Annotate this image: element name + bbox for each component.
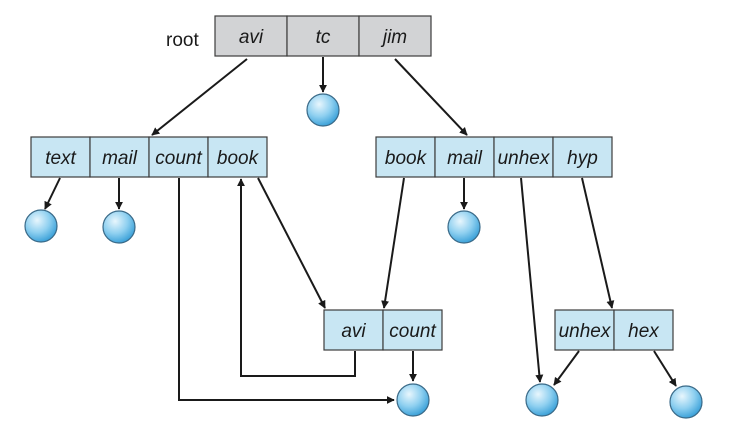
shared-cell-avi (323, 309, 384, 351)
jim-entry-unhex: unhex (498, 148, 551, 169)
root-directory: avi tc jim (214, 15, 432, 57)
edge-jim-unhex-to-file (520, 177, 544, 383)
shared-cell-count (382, 309, 443, 351)
edge-jim-book-to-shared-dir (381, 177, 405, 309)
root-cell-avi (214, 15, 288, 57)
root-label: root (166, 30, 199, 51)
file-node-unhex (525, 383, 559, 417)
edge-hyp-hex-to-file (653, 350, 677, 387)
jim-cell-mail (434, 136, 495, 178)
edge-root-avi-to-avi-dir (151, 58, 248, 136)
jim-directory: book mail unhex hyp (375, 136, 613, 178)
shared-directory: avi count (323, 309, 443, 351)
file-node-avi-mail (102, 210, 136, 244)
jim-entry-hyp: hyp (567, 148, 598, 169)
avi-cell-book (207, 136, 268, 178)
root-entry-avi: avi (239, 27, 264, 48)
file-node-hex (669, 385, 703, 419)
avi-cell-count (148, 136, 209, 178)
edge-text-to-file (44, 177, 61, 210)
edges (44, 57, 677, 404)
hyp-directory: unhex hex (554, 309, 674, 351)
avi-directory: text mail count book (30, 136, 268, 178)
file-node-avi-text (24, 209, 58, 243)
file-nodes (24, 93, 703, 419)
file-node-tc (306, 93, 340, 127)
jim-entry-book: book (385, 148, 428, 169)
root-entry-jim: jim (380, 27, 407, 48)
hyp-entry-hex: hex (628, 321, 660, 342)
avi-entry-count: count (155, 148, 202, 169)
avi-entry-book: book (217, 148, 260, 169)
shared-entry-avi: avi (341, 321, 366, 342)
hyp-cell-hex (613, 309, 674, 351)
edge-book-to-shared-dir (257, 177, 326, 309)
edge-jim-hyp-to-hyp-dir (581, 177, 615, 309)
root-entry-tc: tc (316, 27, 331, 48)
hyp-entry-unhex: unhex (559, 321, 612, 342)
jim-entry-mail: mail (447, 148, 483, 169)
jim-cell-hyp (552, 136, 613, 178)
jim-cell-unhex (493, 136, 554, 178)
avi-entry-text: text (45, 148, 76, 169)
edge-shared-avi-back-to-avi-dir (237, 178, 356, 377)
edge-hyp-unhex-to-file (553, 350, 580, 386)
avi-entry-mail: mail (102, 148, 138, 169)
avi-cell-mail (89, 136, 150, 178)
file-node-shared-count (396, 383, 430, 417)
root-cell-tc (286, 15, 360, 57)
file-node-jim-mail (447, 210, 481, 244)
edge-count-to-shared-count-file (178, 178, 395, 404)
shared-entry-count: count (389, 321, 436, 342)
root-cell-jim (358, 15, 432, 57)
jim-cell-book (375, 136, 436, 178)
hyp-cell-unhex (554, 309, 615, 351)
edge-root-jim-to-jim-dir (394, 58, 468, 136)
